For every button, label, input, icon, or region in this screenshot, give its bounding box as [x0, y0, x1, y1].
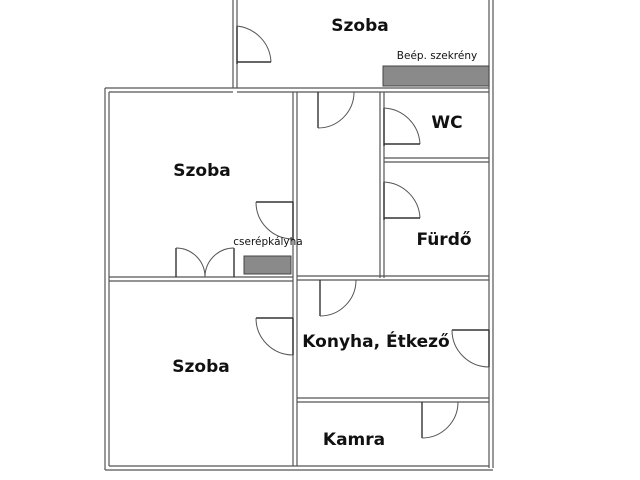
- kitchen-pantry-divider: [297, 397, 489, 403]
- inner-walls: [109, 92, 489, 466]
- left-block-top-wall: [105, 87, 237, 93]
- top-room-bottom-wall: [237, 87, 489, 93]
- doors: [175, 25, 490, 439]
- room-label-top: Szoba: [331, 16, 388, 36]
- door-kitchen-right: [451, 329, 490, 368]
- tile-stove-label: cserépkályha: [233, 236, 302, 248]
- right-outer-wall: [488, 0, 494, 468]
- door-corridor-top: [317, 91, 355, 129]
- room-label-left-upper: Szoba: [173, 161, 230, 181]
- door-double-left-rooms: [175, 247, 235, 278]
- room-label-pantry: Kamra: [323, 430, 385, 450]
- door-top-room: [236, 25, 272, 64]
- room-label-bathroom: Fürdő: [416, 230, 471, 250]
- door-pantry: [421, 401, 459, 439]
- bottom-outer-wall: [105, 465, 493, 471]
- door-bathroom: [383, 181, 421, 220]
- left-rooms-divider: [109, 276, 293, 282]
- door-wc: [383, 107, 421, 146]
- wardrobe-label: Beép. szekrény: [397, 50, 477, 62]
- room-label-wc: WC: [431, 113, 462, 133]
- door-kitchen: [319, 279, 357, 317]
- tile-stove: [243, 255, 292, 275]
- bath-kitchen-divider: [297, 275, 489, 281]
- corridor-left-wall: [292, 92, 298, 466]
- wc-bath-divider: [384, 157, 489, 163]
- left-outer-wall: [104, 88, 110, 470]
- door-left-lower-room: [255, 317, 294, 356]
- built-in-wardrobe: [382, 65, 490, 87]
- door-left-upper-room: [255, 201, 294, 240]
- room-label-kitchen: Konyha, Étkező: [302, 330, 449, 352]
- room-label-left-lower: Szoba: [172, 357, 229, 377]
